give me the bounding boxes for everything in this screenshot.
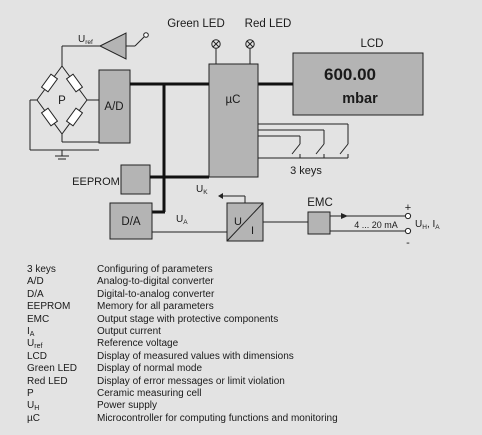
legend-description: Microcontroller for computing functions … xyxy=(97,412,338,424)
legend-row: Uref Reference voltage xyxy=(27,338,338,350)
plus-sign: + xyxy=(405,202,411,214)
reference-voltage-amplifier-icon xyxy=(61,32,149,66)
output-arrow-icon xyxy=(341,213,348,219)
legend-term: 3 keys xyxy=(27,264,56,275)
plus-terminal xyxy=(404,212,412,220)
legend-row: UH Power supply xyxy=(27,400,338,412)
lcd-unit: mbar xyxy=(342,91,378,107)
keys-switch-group xyxy=(258,123,349,159)
lcd-display xyxy=(292,52,424,116)
legend-row: LCD Display of measured values with dimen… xyxy=(27,351,338,363)
legend-term: Red LED xyxy=(27,375,68,387)
legend-description: Memory for all parameters xyxy=(97,301,214,313)
ad-converter-label: A/D xyxy=(104,101,123,113)
legend-term: D/A xyxy=(27,288,44,300)
legend-term: EEPROM xyxy=(27,301,71,313)
legend-term: IA xyxy=(27,326,35,339)
minus-sign: - xyxy=(406,237,410,249)
uk-arrow-icon xyxy=(218,193,246,203)
measuring-bridge-icon xyxy=(29,65,99,160)
legend-row: µC Microcontroller for computing function… xyxy=(27,413,338,425)
legend-row: D/A Digital-to-analog converter xyxy=(27,289,338,301)
legend-term: LCD xyxy=(27,350,48,362)
legend-description: Analog-to-digital converter xyxy=(97,276,214,288)
legend-term: UH xyxy=(27,400,40,413)
keys-label: 3 keys xyxy=(290,165,322,177)
legend-description: Ceramic measuring cell xyxy=(97,388,202,400)
legend-row: IA Output current xyxy=(27,326,338,338)
da-converter-block xyxy=(109,202,153,240)
red-led-label: Red LED xyxy=(245,18,292,30)
legend-term: P xyxy=(27,388,34,400)
red-led-icon xyxy=(245,39,255,64)
legend-row: Green LED Display of normal mode xyxy=(27,363,338,375)
legend-row: EEPROM Memory for all parameters xyxy=(27,301,338,313)
eeprom-label: EEPROM xyxy=(72,176,120,188)
legend-description: Reference voltage xyxy=(97,338,179,350)
legend-description: Configuring of parameters xyxy=(97,264,213,275)
green-led-label: Green LED xyxy=(167,18,225,30)
ad-converter-block xyxy=(98,69,131,144)
converter-diagonal xyxy=(226,202,264,242)
emc-block xyxy=(307,211,331,235)
eeprom-block xyxy=(120,164,151,195)
power-output-label: UH, IA xyxy=(415,219,440,231)
legend-description: Output current xyxy=(97,326,161,338)
legend-row: Red LED Display of error messages or limi… xyxy=(27,376,338,388)
ua-label: UA xyxy=(176,214,188,226)
output-range-label: 4 ... 20 mA xyxy=(354,220,398,230)
legend-description: Display of measured values with dimensio… xyxy=(97,350,294,362)
bridge-label: P xyxy=(58,95,66,107)
legend-row: A/D Analog-to-digital converter xyxy=(27,276,338,288)
da-converter-label: D/A xyxy=(121,216,141,228)
legend-description: Power supply xyxy=(97,400,158,412)
microcontroller-label: µC xyxy=(226,94,241,106)
uref-label: Uref xyxy=(78,34,93,46)
legend-term: EMC xyxy=(27,313,50,325)
legend-description: Display of normal mode xyxy=(97,363,203,375)
legend-term: A/D xyxy=(27,276,44,288)
legend-row: P Ceramic measuring cell xyxy=(27,388,338,400)
microcontroller-block xyxy=(208,63,259,178)
lcd-value: 600.00 xyxy=(324,65,376,84)
lcd-label: LCD xyxy=(360,38,383,50)
legend-panel xyxy=(0,256,482,435)
minus-terminal xyxy=(404,227,412,235)
legend-term: Uref xyxy=(27,338,43,351)
block-diagram: Green LED Red LED LCD 600.00 mbar µC A/D xyxy=(29,18,440,249)
uk-label: UK xyxy=(196,184,208,196)
green-led-icon xyxy=(211,39,221,64)
legend-row: 3 keys Configuring of parameters xyxy=(27,264,338,276)
legend-description: Output stage with protective components xyxy=(97,313,279,325)
legend-description: Digital-to-analog converter xyxy=(97,288,215,300)
emc-label: EMC xyxy=(307,197,333,209)
converter-i-label: I xyxy=(251,225,254,237)
legend-description: Display of error messages or limit viola… xyxy=(97,375,285,387)
legend-term: Green LED xyxy=(27,363,78,375)
converter-u-label: U xyxy=(234,216,242,228)
legend-row: EMC Output stage with protective componen… xyxy=(27,314,338,326)
legend-term: µC xyxy=(27,412,40,424)
